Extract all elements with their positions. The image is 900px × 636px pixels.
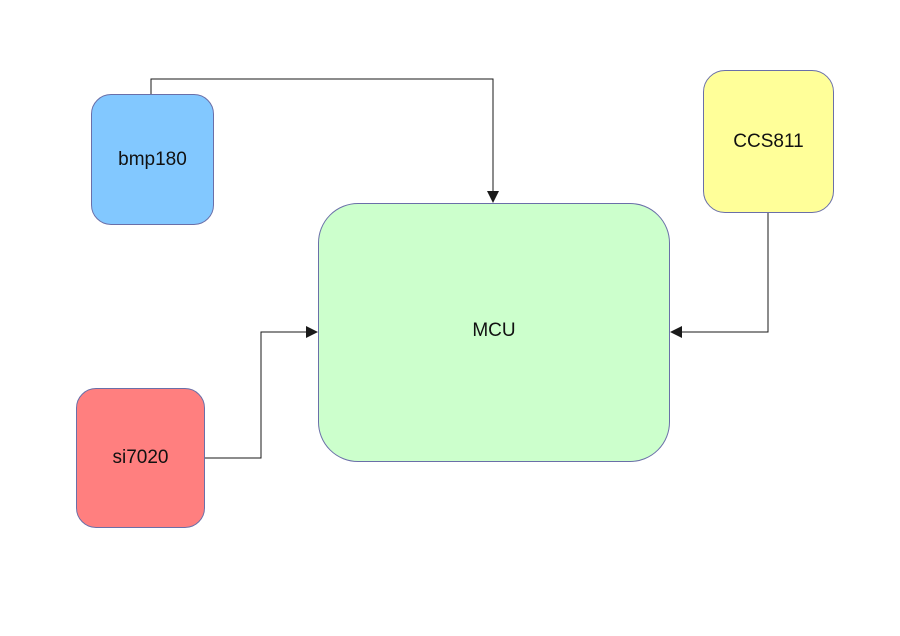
edge-si7020-to-mcu [205, 331, 308, 459]
node-ccs811: CCS811 [703, 70, 834, 213]
node-si7020: si7020 [76, 388, 205, 528]
node-mcu: MCU [318, 203, 670, 462]
edge-ccs811-to-mcu [680, 213, 769, 333]
node-label-ccs811: CCS811 [733, 130, 804, 152]
node-label-bmp180: bmp180 [118, 148, 187, 170]
node-label-si7020: si7020 [112, 447, 169, 468]
node-label-mcu: MCU [472, 319, 516, 341]
edge-bmp180-to-mcu [150, 78, 494, 194]
arrowhead-bmp180-to-mcu [487, 191, 499, 203]
arrowhead-si7020-to-mcu [306, 326, 318, 338]
arrowhead-ccs811-to-mcu [670, 326, 682, 338]
node-bmp180: bmp180 [91, 94, 214, 225]
